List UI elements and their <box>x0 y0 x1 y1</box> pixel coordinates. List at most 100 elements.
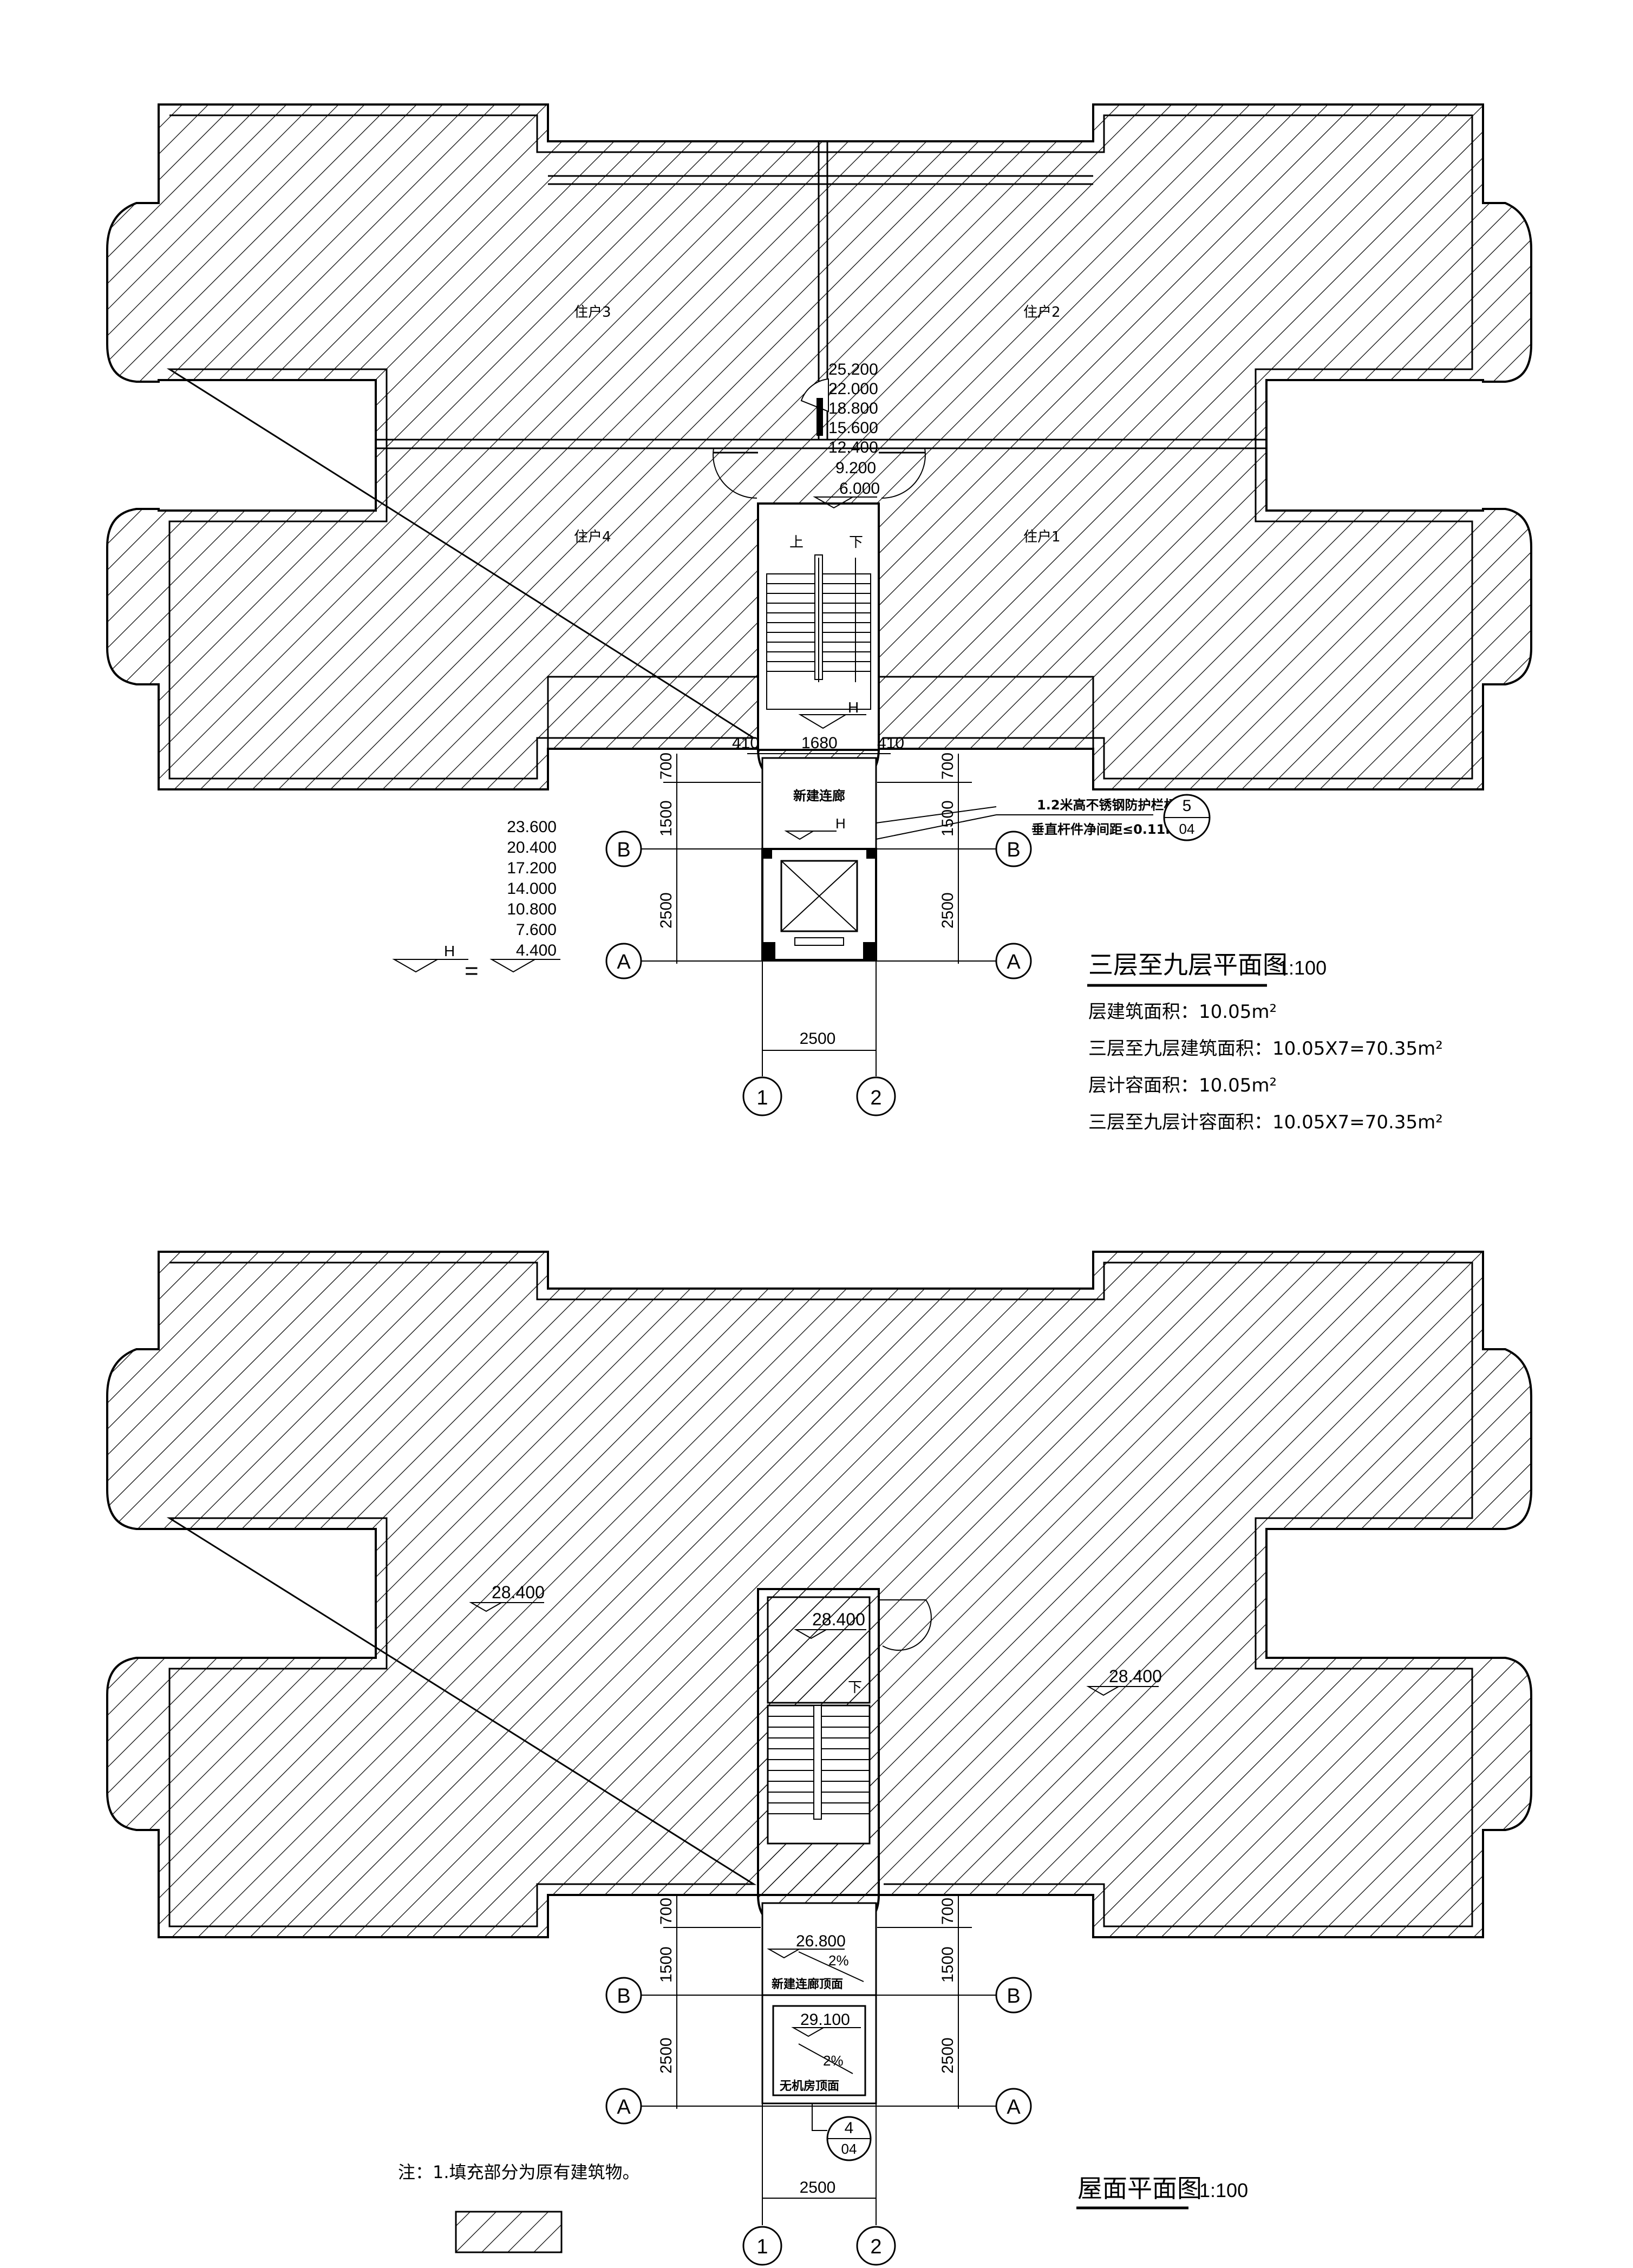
stair-level-6: 6.000 <box>839 480 880 498</box>
roof-inner-wall-line <box>166 1262 1473 1927</box>
level-list-1: 20.400 <box>507 839 557 857</box>
corridor-h: H <box>835 815 846 832</box>
upper-axis-lines <box>642 848 996 1076</box>
roof-stair-door <box>879 1599 932 1651</box>
roof-axis-bubbles: B A B A 1 2 <box>605 1977 1032 2266</box>
roof-detail-leader <box>812 2103 827 2131</box>
elevator-shaft <box>761 848 877 961</box>
roof-right-dim-1500: 1500 <box>939 1946 957 1983</box>
upper-right-dim-700: 700 <box>939 753 957 780</box>
roof-dims-left <box>663 1895 761 2109</box>
upper-stair-wall-stub <box>816 398 823 436</box>
corridor-level-symbol <box>784 831 837 840</box>
upper-door-left <box>713 448 757 499</box>
roof-axis-b-left: B <box>617 1985 630 2008</box>
upper-landing-h: H <box>848 699 859 716</box>
area-line-1: 层建筑面积：10.05m² <box>1088 1001 1277 1023</box>
roof-level-corridor: 26.800 <box>796 1932 846 1950</box>
roof-axis-1: 1 <box>756 2236 768 2258</box>
level-list-2: 17.200 <box>507 859 557 877</box>
upper-left-dim-1500: 1500 <box>657 800 675 836</box>
unit-label-1: 住户1 <box>1023 529 1061 545</box>
level-h-label: H <box>444 943 455 959</box>
upper-stair-arrow <box>818 558 856 682</box>
dim-410-right: 410 <box>877 734 904 752</box>
elevator-column-tl <box>762 849 772 859</box>
upper-door-right <box>881 448 926 499</box>
upper-right-dim-1500: 1500 <box>939 800 957 836</box>
roof-corridor-level-symbol <box>767 1949 845 1959</box>
upper-stair-up: 上 <box>789 534 804 551</box>
upper-axis-bubbles: B A B A 1 2 <box>605 831 1032 1116</box>
upper-dims-right <box>877 754 972 964</box>
detail-ref-5-top: 5 <box>1183 797 1192 815</box>
unit-label-2: 住户2 <box>1023 304 1061 321</box>
roof-left-dim-1500: 1500 <box>657 1946 675 1983</box>
railing-leader-2 <box>876 814 997 840</box>
roof-machine-inner <box>772 2005 866 2096</box>
roof-plan: 下 28.400 28.400 28.400 26.800 2% 新建连廊顶面 … <box>106 1251 1532 2266</box>
upper-stair-level-symbol <box>813 496 877 509</box>
railing-note-2: 垂直杆件净间距≤0.11m <box>1031 822 1179 837</box>
upper-dims-left <box>663 754 761 964</box>
upper-axis-b-left: B <box>617 839 630 861</box>
roof-level-right: 28.400 <box>1109 1666 1162 1686</box>
upper-inner-wall-line <box>166 114 1473 780</box>
hatch-legend-swatch <box>455 2211 563 2253</box>
elevator-door <box>794 937 844 946</box>
roof-machine-label: 无机房顶面 <box>780 2079 839 2093</box>
upper-axis-a-left: A <box>617 951 631 973</box>
level-4400-symbol <box>489 959 560 973</box>
roof-level-machine: 29.100 <box>800 2011 850 2029</box>
level-list-0: 23.600 <box>507 818 557 836</box>
stair-level-3: 15.600 <box>828 419 878 437</box>
detail-ref-4-top: 4 <box>845 2119 854 2137</box>
detail-ref-4-bottom: 04 <box>841 2141 857 2157</box>
roof-machine-level-symbol <box>791 2027 861 2037</box>
upper-floor-plan: 上 下 H 住户3 住户2 住户4 住户1 25.200 22.000 18.8… <box>106 103 1532 1133</box>
upper-bottom-dim: 2500 <box>800 1030 836 1048</box>
roof-level-stair-symbol <box>794 1629 866 1639</box>
elevator-column-br <box>863 942 876 960</box>
level-h-symbol <box>392 959 468 973</box>
elevator-column-bl <box>762 942 775 960</box>
stair-level-5: 9.200 <box>835 459 876 477</box>
unit-label-4: 住户4 <box>574 529 611 545</box>
roof-stair-down: 下 <box>848 1679 862 1696</box>
elevator-car <box>780 860 858 932</box>
upper-level-list: 23.600 20.400 17.200 14.000 10.800 7.600… <box>507 818 557 959</box>
roof-level-left: 28.400 <box>492 1583 545 1602</box>
roof-bottom-dim: 2500 <box>800 2179 836 2197</box>
detail-ref-5-bottom: 04 <box>1179 821 1195 837</box>
roof-machine-slope-line <box>798 2043 853 2074</box>
upper-axis-b-right: B <box>1007 839 1020 861</box>
upper-axis-1: 1 <box>756 1087 768 1109</box>
roof-plan-title: 屋面平面图 <box>1077 2174 1202 2203</box>
elevator-column-tr <box>866 849 876 859</box>
upper-left-dim-700: 700 <box>657 753 675 780</box>
roof-right-dim-700: 700 <box>939 1898 957 1925</box>
level-list-3: 14.000 <box>507 880 557 898</box>
corridor-label: 新建连廊 <box>793 788 845 803</box>
stair-level-4: 12.400 <box>828 439 878 456</box>
note-text: 注：1.填充部分为原有建筑物。 <box>398 2162 640 2182</box>
upper-corridor <box>761 757 877 850</box>
roof-axis-a-right: A <box>1007 2096 1021 2119</box>
roof-stair-top <box>767 1596 871 1704</box>
dim-1680: 1680 <box>801 734 838 752</box>
stair-level-1: 22.000 <box>828 380 878 398</box>
upper-axis-a-right: A <box>1007 951 1021 973</box>
stair-level-0: 25.200 <box>828 361 878 378</box>
roof-axis-lines <box>642 1995 996 2225</box>
roof-plan-scale: 1:100 <box>1199 2179 1248 2201</box>
area-line-3: 层计容面积：10.05m² <box>1088 1075 1277 1096</box>
roof-corridor-slope: 2% <box>828 1952 849 1969</box>
roof-dims-right <box>877 1895 972 2109</box>
upper-stair-down: 下 <box>849 534 863 551</box>
railing-note-1: 1.2米高不锈钢防护栏杆 <box>1037 798 1177 813</box>
roof-left-dim-700: 700 <box>657 1898 675 1925</box>
area-line-4: 三层至九层计容面积：10.05X7=70.35m² <box>1088 1112 1443 1133</box>
level-eq: = <box>465 958 479 984</box>
roof-stair-handrail <box>813 1705 822 1820</box>
